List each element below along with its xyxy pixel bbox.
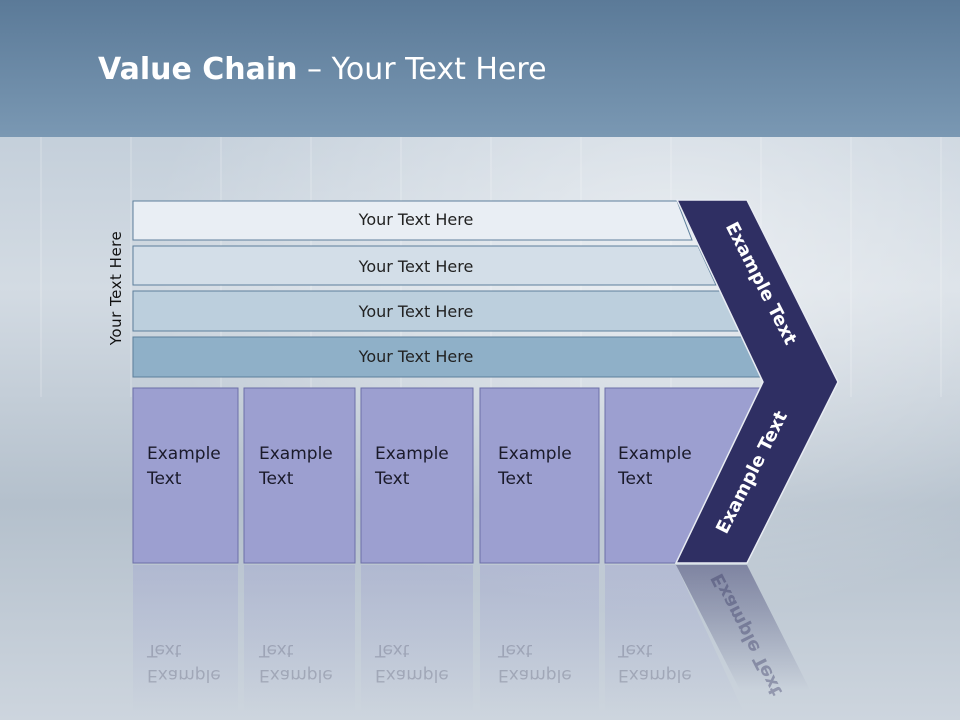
activity-box-3 xyxy=(360,387,474,564)
row-label-3: Your Text Here xyxy=(358,302,474,321)
activity-box-1-reflection xyxy=(133,565,238,715)
title-rest: – Your Text Here xyxy=(297,52,547,87)
activity-box-5-reflection xyxy=(605,565,745,715)
margin-chevron xyxy=(674,199,839,564)
activity-box-2-reflection-line1: Example xyxy=(259,665,333,685)
activity-box-5-reflection-line1: Example xyxy=(618,665,692,685)
activity-box-1-line2: Text xyxy=(146,469,182,489)
row-label-2: Your Text Here xyxy=(358,257,474,276)
row-label-4: Your Text Here xyxy=(358,347,474,366)
activity-box-3-line2: Text xyxy=(374,469,410,489)
activity-box-4-reflection-line1: Example xyxy=(498,665,572,685)
activity-box-4 xyxy=(479,387,600,564)
slide-title: Value Chain – Your Text Here xyxy=(98,52,547,87)
activity-box-5-reflection-line2: Text xyxy=(617,640,653,660)
row-bar-1 xyxy=(132,200,693,241)
activity-box-4-line1: Example xyxy=(498,444,572,464)
activity-box-5-line2: Text xyxy=(617,469,653,489)
row-label-1: Your Text Here xyxy=(358,210,474,229)
activity-box-2-reflection-line2: Text xyxy=(258,640,294,660)
activity-box-2-reflection xyxy=(244,565,355,715)
activity-box-2-line2: Text xyxy=(258,469,294,489)
activity-box-4-line2: Text xyxy=(497,469,533,489)
row-bar-2 xyxy=(132,245,717,286)
activity-box-3-reflection xyxy=(361,565,473,715)
activity-box-3-reflection-line2: Text xyxy=(374,640,410,660)
activity-box-3-line1: Example xyxy=(375,444,449,464)
activity-box-1 xyxy=(132,387,239,564)
activity-box-5-line1: Example xyxy=(618,444,692,464)
activity-box-1-line1: Example xyxy=(147,444,221,464)
header-band xyxy=(0,0,960,137)
activity-box-1-reflection-line1: Example xyxy=(147,665,221,685)
activity-box-3-reflection-line1: Example xyxy=(375,665,449,685)
activity-box-4-reflection-line2: Text xyxy=(497,640,533,660)
title-bold: Value Chain xyxy=(98,52,298,87)
activity-box-4-reflection xyxy=(480,565,599,715)
activity-box-2 xyxy=(243,387,356,564)
activity-box-2-line1: Example xyxy=(259,444,333,464)
chevron-reflection xyxy=(676,565,810,690)
activity-box-1-reflection-line2: Text xyxy=(146,640,182,660)
reflection: Example Text Example Text Example Text E… xyxy=(133,565,810,715)
